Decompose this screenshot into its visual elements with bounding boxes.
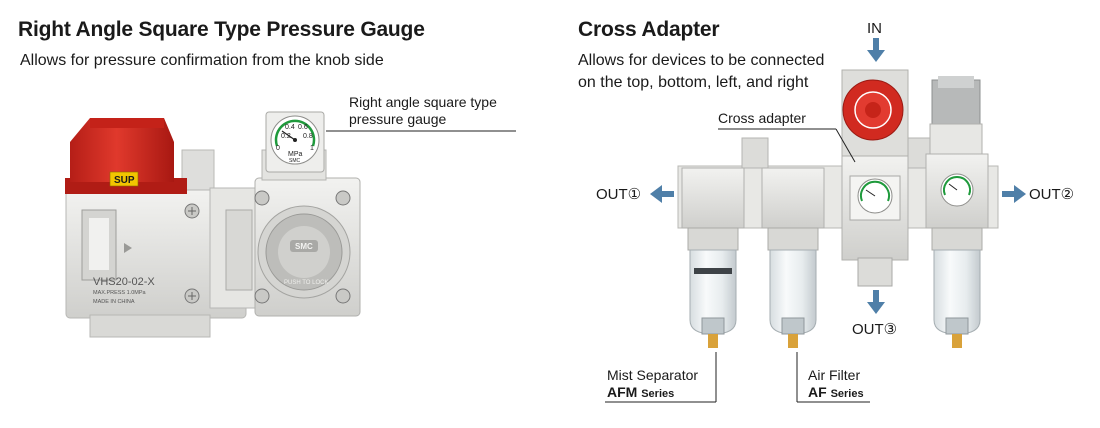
cover-smc-logo: SMC: [295, 242, 313, 251]
out3-arrow: [867, 290, 885, 314]
right-subtitle-line-2: on the top, bottom, left, and right: [578, 74, 809, 91]
out1-arrow: [650, 185, 674, 203]
push-lock-cover: SMC PUSH TO LOCK: [257, 205, 351, 299]
body-model-text: VHS20-02-X: [93, 276, 155, 288]
gauge-tick-0-8: 0.8: [303, 133, 313, 140]
red-knob: SUP: [65, 118, 187, 194]
right-title: Cross Adapter: [578, 18, 720, 41]
knob-sup-label: SUP: [114, 175, 135, 186]
cross-adapter-label: Cross adapter: [718, 110, 806, 126]
callout-line-1: Right angle square type: [349, 94, 497, 110]
gauge-tick-0: 0: [276, 145, 280, 152]
gauge-unit: MPa: [288, 151, 303, 158]
gauge-tick-1: 1: [310, 145, 314, 152]
af-series-code: AF: [808, 384, 827, 400]
body-made-in-text: MADE IN CHINA: [93, 299, 135, 305]
gauge-tick-0-4: 0.4: [285, 124, 295, 131]
cross-adapter-leader: [718, 128, 856, 163]
port-out2-label: OUT②: [1029, 186, 1075, 203]
port-out1-label: OUT①: [596, 186, 642, 203]
mist-separator-leader: [605, 352, 717, 403]
mist-separator-unit: [681, 167, 745, 348]
air-filter-label: Air Filter: [808, 367, 861, 383]
right-subtitle-line-1: Allows for devices to be connected: [578, 52, 825, 69]
port-in-label: IN: [867, 20, 882, 37]
cross-adapter-unit: [841, 69, 909, 287]
gauge-logo: SMC: [289, 158, 301, 164]
callout-line-2: pressure gauge: [349, 111, 447, 127]
right-subtitle: Allows for devices to be connected on th…: [578, 50, 824, 94]
port-out3-label: OUT③: [852, 321, 898, 338]
air-filter-callout: Air Filter AF Series: [808, 367, 864, 403]
right-angle-gauge: 0.2 0.4 0.6 0.8 0 1 MPa SMC: [265, 111, 325, 173]
left-title: Right Angle Square Type Pressure Gauge: [18, 18, 425, 41]
left-subtitle: Allows for pressure confirmation from th…: [20, 52, 384, 69]
air-filter-leader: [796, 352, 870, 403]
regulator-unit: [925, 76, 989, 348]
cover-ring-text: PUSH TO LOCK: [284, 280, 328, 286]
mist-separator-callout: Mist Separator AFM Series: [607, 367, 698, 403]
pressure-gauge-callout: Right angle square type pressure gauge: [349, 94, 497, 128]
in-arrow: [867, 38, 885, 62]
body-max-press-text: MAX.PRESS 1.0MPa: [93, 290, 147, 296]
mist-separator-label: Mist Separator: [607, 367, 699, 383]
valve-body: VHS20-02-X MAX.PRESS 1.0MPa MADE IN CHIN…: [65, 149, 247, 338]
gauge-tick-0-2: 0.2: [281, 133, 291, 140]
out2-arrow: [1002, 185, 1026, 203]
af-series-word: Series: [830, 388, 864, 400]
afm-series-word: Series: [641, 388, 675, 400]
bracket-left: [741, 137, 769, 169]
afm-series-code: AFM: [607, 384, 638, 400]
air-filter-unit: [761, 167, 825, 348]
gauge-tick-0-6: 0.6: [298, 124, 308, 131]
